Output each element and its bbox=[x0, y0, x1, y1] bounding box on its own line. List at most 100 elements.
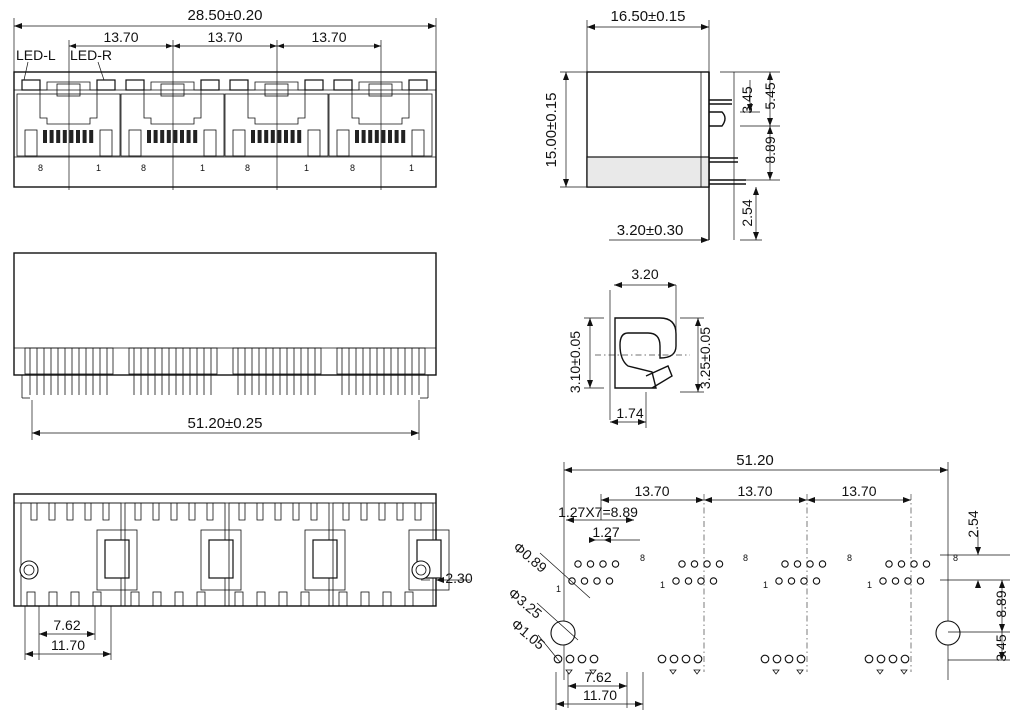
pcb-hole-top bbox=[910, 560, 918, 568]
side-pin-offset-label: 3.20±0.30 bbox=[617, 222, 684, 239]
rear-pin bbox=[382, 591, 392, 607]
rear-window bbox=[200, 529, 242, 591]
rear-tab bbox=[134, 503, 142, 521]
clip-detail: 3.20 3.10±0.05 3.25±0.05 1.74 bbox=[567, 266, 713, 428]
pcb-pitch-2: 13.70 bbox=[737, 483, 772, 499]
pcb-led-hole bbox=[657, 654, 667, 664]
rear-pin bbox=[92, 591, 102, 607]
pcb-hole-bottom bbox=[812, 577, 821, 585]
contact-pin bbox=[76, 130, 80, 143]
rear-tab bbox=[48, 503, 56, 521]
front-pin-1b: 1 bbox=[200, 163, 205, 173]
rear-tab bbox=[84, 503, 92, 521]
rear-tab bbox=[414, 503, 422, 521]
led-left-label: LED-L bbox=[16, 47, 56, 63]
pcb-254-label: 2.54 bbox=[965, 510, 981, 537]
pcb-hole-top bbox=[922, 560, 931, 568]
contact-pin bbox=[401, 130, 406, 143]
side-view: 16.50±0.15 15.00±0.15 bbox=[543, 8, 780, 243]
pin-rows bbox=[24, 347, 426, 395]
pcb-led-hole bbox=[864, 654, 874, 664]
contact-pin bbox=[62, 130, 67, 143]
front-pin-8b: 8 bbox=[141, 163, 146, 173]
pcb-led-hole bbox=[565, 654, 575, 664]
pcb-led-hole bbox=[693, 654, 703, 664]
contact-pin bbox=[270, 130, 275, 143]
pcb-led-hole bbox=[876, 654, 886, 664]
clip-height-left-label: 3.10±0.05 bbox=[567, 331, 583, 393]
rear-pin bbox=[26, 591, 36, 607]
pcb-total-label: 51.20 bbox=[736, 452, 774, 469]
diode-symbol bbox=[589, 669, 597, 675]
rear-pin bbox=[300, 591, 310, 607]
diode-symbol bbox=[900, 669, 908, 675]
contact-pin bbox=[394, 130, 399, 143]
contact-pin bbox=[355, 130, 359, 143]
pcb-hole-top bbox=[703, 560, 711, 568]
rear-window bbox=[304, 529, 346, 591]
contact-pin bbox=[173, 130, 178, 143]
rear-tab bbox=[30, 503, 38, 521]
pcb-hole-top bbox=[599, 560, 607, 568]
led-left-window bbox=[229, 79, 249, 91]
rear-port-group bbox=[20, 502, 450, 607]
pcb-led-hole bbox=[577, 654, 587, 664]
front-view: 28.50±0.20 13.70 13.70 13.70 LED-L LED-R… bbox=[13, 7, 437, 190]
contact-pin bbox=[290, 130, 295, 143]
pcb-led-hole bbox=[772, 654, 782, 664]
port-tab bbox=[160, 83, 185, 97]
port-latch bbox=[351, 81, 410, 125]
bottom-length-label: 51.20±0.25 bbox=[188, 415, 263, 432]
rear-pin bbox=[234, 591, 244, 607]
side-345-label: 3.45 bbox=[739, 86, 755, 113]
pcb-pin-1c: 1 bbox=[763, 580, 768, 590]
pcb-hole-bottom bbox=[684, 577, 693, 585]
pcb-hole-pattern bbox=[550, 560, 961, 675]
contact-pin bbox=[69, 130, 74, 143]
contact-pin bbox=[166, 130, 171, 143]
rear-window bbox=[96, 529, 138, 591]
side-height-label: 15.00±0.15 bbox=[543, 93, 560, 168]
rear-tab bbox=[152, 503, 160, 521]
pcb-hole-bottom bbox=[568, 577, 576, 585]
port-outline bbox=[328, 93, 433, 157]
clip-height-right-label: 3.25±0.05 bbox=[697, 327, 713, 389]
pcb-hole-top bbox=[690, 560, 699, 568]
front-pitch-2: 13.70 bbox=[207, 29, 242, 45]
rear-pin bbox=[338, 591, 348, 607]
pcb-hole-top bbox=[885, 560, 893, 568]
rear-tab bbox=[360, 503, 368, 521]
pcb-762-label: 7.62 bbox=[584, 669, 611, 685]
pcb-hole-bottom bbox=[580, 577, 589, 585]
pcb-hole-top bbox=[586, 560, 595, 568]
pcb-hole-top bbox=[818, 560, 827, 568]
pcb-345-label: 3.45 bbox=[993, 634, 1009, 661]
port-side-right bbox=[203, 129, 217, 157]
port-side-right bbox=[307, 129, 321, 157]
contact-pin bbox=[381, 130, 386, 143]
contact-pin bbox=[43, 130, 47, 143]
port-side-left bbox=[336, 129, 350, 157]
port-latch bbox=[247, 81, 306, 125]
pcb-led-hole bbox=[681, 654, 691, 664]
rear-tab bbox=[274, 503, 282, 521]
pcb-hole-bottom bbox=[672, 577, 680, 585]
led-right-window bbox=[408, 79, 428, 91]
pcb-led-hole bbox=[888, 654, 898, 664]
contact-pin bbox=[89, 130, 94, 143]
rear-tab bbox=[206, 503, 214, 521]
led-left-window bbox=[333, 79, 353, 91]
rear-762-label: 7.62 bbox=[53, 617, 80, 633]
pcb-889-label: 8.89 bbox=[993, 590, 1009, 617]
pcb-hole-top bbox=[715, 560, 724, 568]
pcb-pitch-1: 13.70 bbox=[634, 483, 669, 499]
rear-pin bbox=[48, 591, 58, 607]
contact-pin bbox=[388, 130, 392, 143]
port-outline bbox=[120, 93, 225, 157]
port-outline bbox=[16, 93, 121, 157]
contact-pin bbox=[186, 130, 191, 143]
front-pin-1a: 1 bbox=[96, 163, 101, 173]
contact-pin bbox=[160, 130, 165, 143]
pcb-phi-325-label: Φ3.25 bbox=[505, 585, 545, 622]
side-width-label: 16.50±0.15 bbox=[611, 8, 686, 25]
